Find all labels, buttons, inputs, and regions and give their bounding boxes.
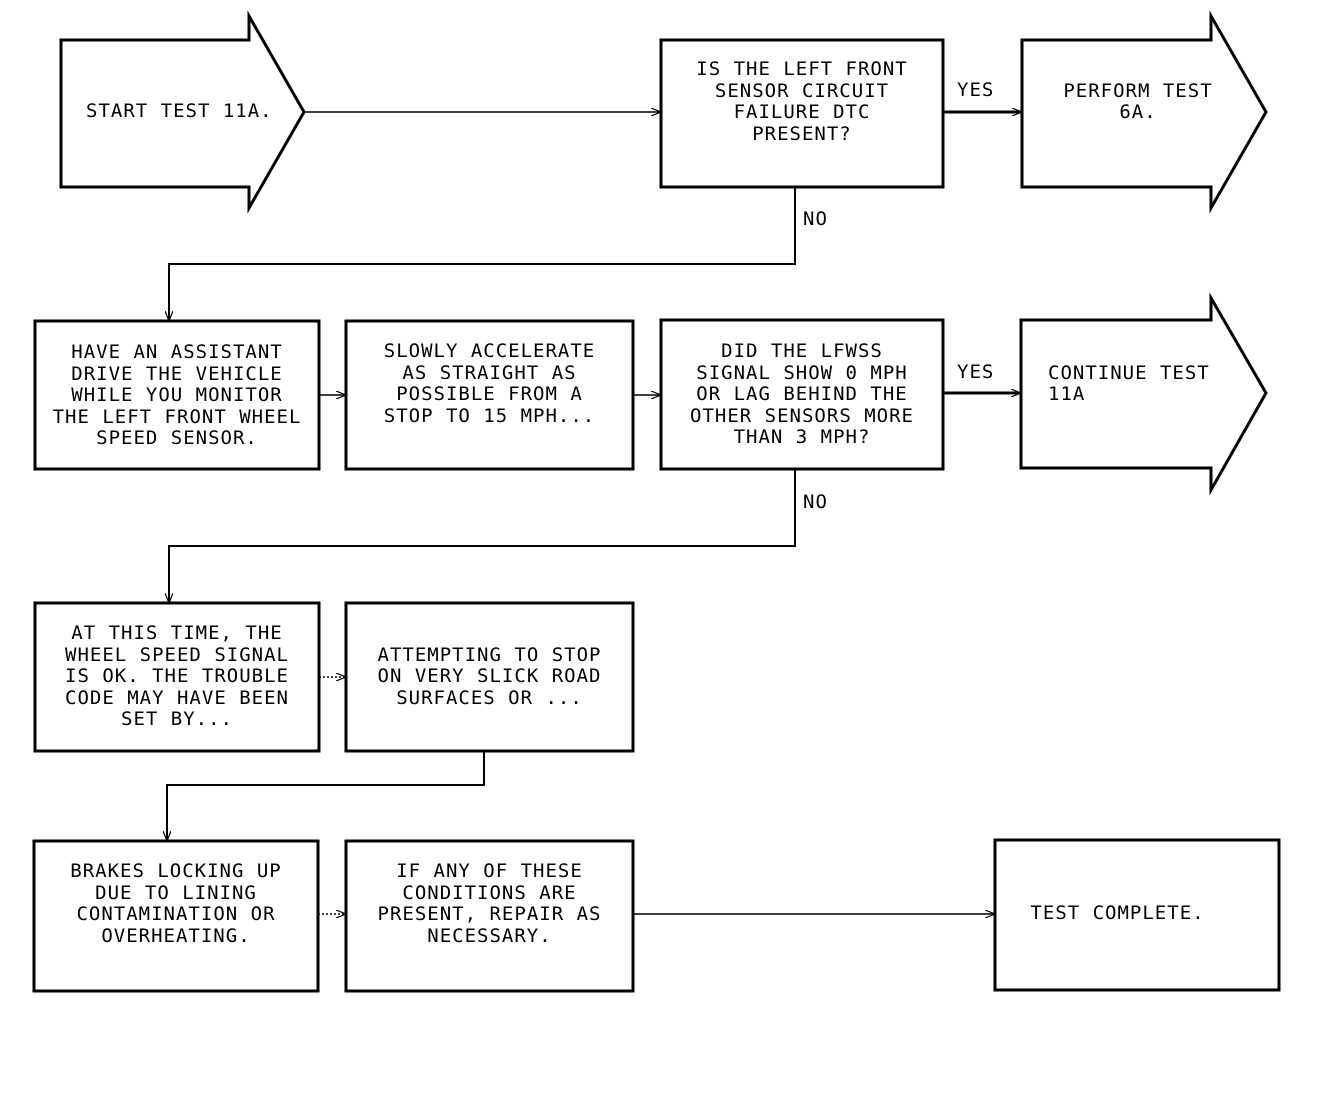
perform6a-label: PERFORM TEST 6A. (1063, 79, 1213, 123)
q2-no-label: NO (803, 491, 828, 513)
brakes-label: BRAKES LOCKING UP DUE TO LINING CONTAMIN… (70, 860, 282, 947)
accelerate-label: SLOWLY ACCELERATE AS STRAIGHT AS POSSIBL… (383, 340, 596, 427)
edge-q1-no (169, 187, 796, 320)
q1-no-label: NO (803, 208, 828, 230)
signal-ok-label: AT THIS TIME, THE WHEEL SPEED SIGNAL IS … (65, 622, 289, 731)
edge-slick-to-brakes (167, 751, 485, 840)
continue11a-label: CONTINUE TEST 11A (1048, 361, 1210, 405)
q1-label: IS THE LEFT FRONT SENSOR CIRCUIT FAILURE… (696, 58, 908, 145)
continue11a-arrow-shape (1019, 292, 1268, 496)
q2-label: DID THE LFWSS SIGNAL SHOW 0 MPH OR LAG B… (690, 340, 914, 449)
perform6a-arrow-shape (1020, 10, 1268, 214)
slick-box (344, 601, 635, 753)
edge-q2-no (169, 469, 796, 602)
q2-yes-label: YES (957, 361, 995, 383)
slick-label: ATTEMPTING TO STOP ON VERY SLICK ROAD SU… (377, 643, 602, 709)
repair-box (344, 839, 635, 993)
complete-label: TEST COMPLETE. (1030, 902, 1205, 925)
complete-box (993, 838, 1281, 992)
start-label: START TEST 11A. (86, 100, 273, 123)
assistant-label: HAVE AN ASSISTANT DRIVE THE VEHICLE WHIL… (52, 341, 302, 450)
start-arrow-shape (59, 10, 306, 214)
brakes-box (32, 839, 320, 993)
repair-label: IF ANY OF THESE CONDITIONS ARE PRESENT, … (377, 860, 602, 947)
q1-yes-label: YES (957, 79, 995, 101)
